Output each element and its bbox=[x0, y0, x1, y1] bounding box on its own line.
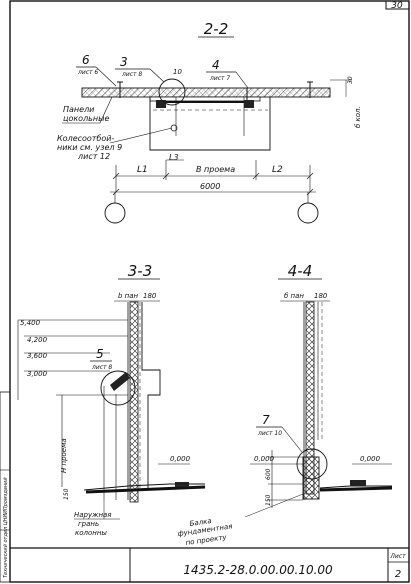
callout-3-number: 3 bbox=[120, 55, 128, 69]
elev-3600: 3,600 bbox=[27, 352, 48, 360]
dim-6000: 6000 bbox=[200, 182, 220, 191]
page-number: 30 bbox=[391, 1, 403, 11]
dim-30: 30 bbox=[347, 76, 354, 84]
document-code: 1435.2-28.0.00.00.10.00 bbox=[183, 563, 333, 577]
elev-4200: 4,200 bbox=[27, 336, 48, 344]
elev-0000-4-4-left: 0,000 bbox=[254, 455, 275, 463]
sheet-frame bbox=[9, 0, 410, 583]
dim-600-4-4: 600 bbox=[265, 468, 272, 480]
dim-L1: L1 bbox=[137, 165, 148, 175]
dim-150-4-4: 150 bbox=[265, 494, 272, 506]
section-2-2: 2-2 6 лист 6 3 лист 8 10 4 bbox=[57, 20, 362, 224]
elev-3000: 3,000 bbox=[27, 370, 48, 378]
dimension-lines-2-2 bbox=[110, 159, 316, 196]
wall-panel-3-3 bbox=[129, 301, 139, 503]
dim-gate-width: В проема bbox=[196, 165, 235, 174]
dimension-lines-4-4 bbox=[268, 450, 303, 508]
callout-4-number: 4 bbox=[212, 58, 220, 72]
note-wheel-line1: Колесоотбой- bbox=[57, 134, 114, 143]
dim-10: 10 bbox=[173, 68, 182, 76]
foundation-beam bbox=[302, 456, 320, 500]
anchor-bolts bbox=[117, 81, 313, 100]
sheet-number: 2 bbox=[395, 569, 401, 580]
detail-circle-5 bbox=[100, 370, 136, 406]
callout-4-sheet: лист 7 bbox=[209, 75, 230, 82]
callout-5-sheet: лист 8 bbox=[91, 364, 112, 371]
binding-strip bbox=[0, 391, 11, 583]
dim-180-3-3: 180 bbox=[143, 292, 157, 300]
dim-b-col: б кол. bbox=[354, 106, 362, 128]
dim-L3: L3 bbox=[169, 153, 179, 162]
column-3-3 bbox=[141, 302, 161, 488]
elev-5400: 5,400 bbox=[20, 319, 41, 327]
callout-7-number: 7 bbox=[262, 413, 270, 427]
elev-0000-3-3: 0,000 bbox=[170, 455, 191, 463]
section-title-4-4: 4-4 bbox=[288, 262, 313, 280]
binding-strip-text: Технический отдел ЦНИИПромзданий bbox=[3, 477, 9, 578]
label-h-opening: Н проема bbox=[60, 438, 68, 473]
callout-5-number: 5 bbox=[96, 347, 104, 361]
note-beam-line1: Наружная bbox=[74, 511, 112, 519]
section-title-3-3: 3-3 bbox=[128, 262, 153, 280]
callout-7-sheet: лист 10 bbox=[257, 430, 282, 437]
note-panels-line2: цокольные bbox=[63, 114, 109, 123]
grid-axis-bubble-left bbox=[104, 202, 126, 224]
dim-150-3-3: 150 bbox=[63, 488, 70, 500]
detail-circle-3 bbox=[158, 78, 186, 106]
callout-6-sheet: лист 6 bbox=[77, 69, 98, 76]
foundation-outline bbox=[149, 97, 271, 151]
note-beam-line2: грань bbox=[78, 520, 99, 528]
section-title-2-2: 2-2 bbox=[204, 20, 229, 38]
elevation-marks-3-3 bbox=[17, 319, 128, 487]
elev-0000-4-4-right: 0,000 bbox=[360, 455, 381, 463]
section-4-4: 4-4 б пан 180 7 лист 10 0,000 0,000 600 … bbox=[177, 262, 393, 547]
callout-3-sheet: лист 8 bbox=[121, 71, 142, 78]
note-wheel-line2: ники см. узел 9 bbox=[57, 143, 122, 152]
sheet-label: Лист bbox=[389, 553, 406, 560]
label-b-pan-3-3: b пан bbox=[118, 292, 139, 300]
dim-L2: L2 bbox=[272, 165, 283, 175]
label-b-pan-4-4: б пан bbox=[284, 292, 304, 300]
callout-6-number: 6 bbox=[82, 53, 90, 67]
note-foundation-line1: Балка bbox=[189, 517, 212, 528]
note-wheel-line3: лист 12 bbox=[77, 152, 110, 161]
section-3-3: 3-3 b пан 180 5,400 4,200 3,600 3,000 Н … bbox=[17, 262, 206, 537]
note-beam-line3: колонны bbox=[75, 529, 107, 537]
dim-180-4-4: 180 bbox=[314, 292, 328, 300]
note-panels-line1: Панели bbox=[63, 105, 94, 114]
grid-axis-bubble-right bbox=[297, 202, 319, 224]
